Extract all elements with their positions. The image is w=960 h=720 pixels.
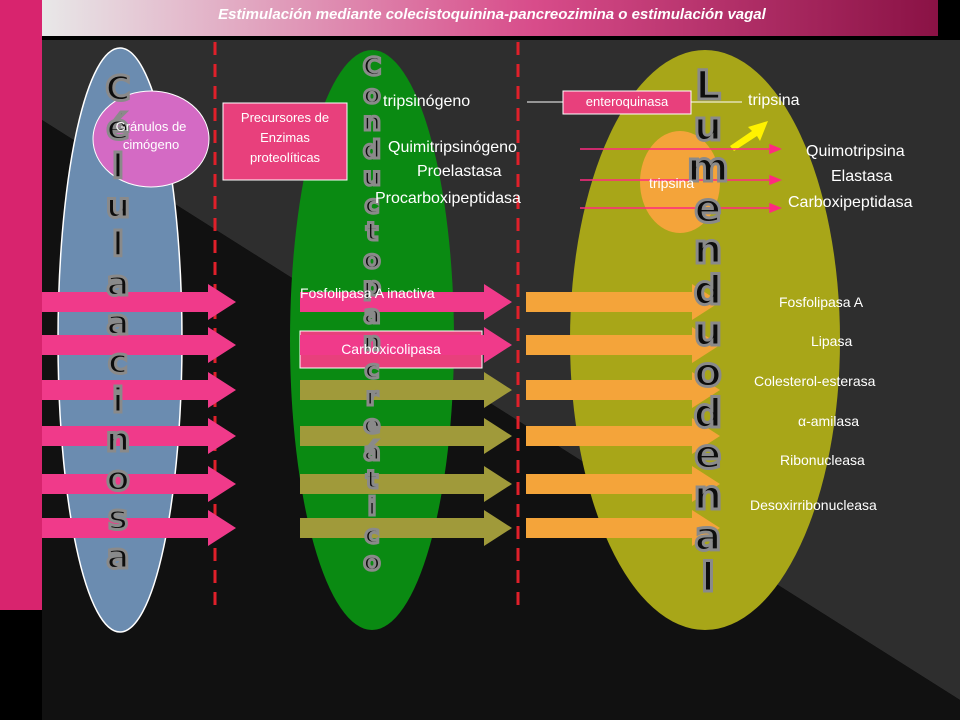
vertical-title-letter: n [104, 420, 131, 460]
acinar-secretion-arrow-4 [42, 418, 236, 454]
header-title: Estimulación mediante colecistoquinina-p… [218, 6, 766, 23]
fosfolipasa-a-label: Fosfolipasa A [779, 294, 864, 310]
vertical-title-letter: u [692, 309, 723, 355]
vertical-title-letter: n [362, 107, 383, 136]
vertical-title-letter: o [693, 350, 723, 396]
vertical-title-letter: L [694, 63, 723, 109]
granulos-label: Gránulos de cimógeno [115, 119, 187, 152]
vertical-title-letter: p [362, 272, 383, 301]
ductal-secretion-arrow-5 [300, 466, 512, 502]
ductal-secretion-arrow-6 [300, 510, 512, 546]
vertical-title-letter: a [105, 303, 131, 343]
acinar-secretion-arrow-2 [42, 327, 236, 363]
vertical-title-letter: n [692, 227, 723, 273]
precursores-label: Precursores de Enzimas proteolíticas [240, 110, 330, 165]
vertical-title-letter: a [105, 537, 131, 577]
vertical-title-letter: e [693, 432, 723, 478]
left-pink-bar [0, 0, 42, 610]
vertical-title-letter: d [362, 134, 383, 164]
duodenal-secretion-arrow-4 [526, 418, 720, 454]
tripsina-activation-arrow [730, 121, 768, 151]
duodenal-secretion-arrow-5 [526, 466, 720, 502]
vertical-title-letter: c [363, 189, 381, 219]
vertical-title-letter: u [362, 162, 383, 191]
vertical-title-letter: s [106, 498, 129, 538]
vertical-title-letter: a [105, 264, 131, 304]
procarboxipeptidasa-label: Procarboxipeptidasa [375, 190, 521, 207]
vertical-title-letter: o [362, 79, 382, 109]
duodenal-secretion-arrow-1 [526, 284, 720, 320]
quimitripsinogeno-label: Quimitripsinógeno [388, 139, 517, 156]
vertical-title-letter: o [362, 244, 382, 274]
vertical-title-letter: l [111, 225, 126, 265]
vertical-title-letter: c [363, 519, 381, 549]
vertical-title-letter: o [362, 547, 382, 576]
vertical-title-letter: C [104, 69, 132, 109]
duodenal-secretion-arrow-3 [526, 372, 720, 408]
vertical-title-letter: i [111, 381, 126, 421]
vertical-title-letter: e [693, 186, 723, 232]
vertical-title-letter: C [361, 52, 382, 81]
vertical-title-letter: u [104, 186, 131, 226]
lipasa-label: Lipasa [811, 333, 853, 349]
ductal-secretion-arrow-1 [300, 284, 512, 320]
elastasa-label: Elastasa [831, 168, 893, 185]
duodenal-secretion-arrow-2 [526, 327, 720, 363]
tripsinogeno-label: tripsinógeno [383, 93, 471, 110]
granulos-circle [92, 90, 210, 188]
desoxirribonucleasa-label: Desoxirribonucleasa [750, 497, 877, 513]
vertical-title-letter: i [366, 492, 378, 521]
acinar-secretion-arrow-5 [42, 466, 236, 502]
amilasa-label: α-amilasa [798, 413, 859, 429]
vertical-title-letter: u [692, 104, 723, 150]
vertical-title-letter: m [686, 145, 731, 191]
activation-arrows [580, 143, 783, 214]
secretion-arrows [42, 284, 720, 546]
acinar-secretion-arrow-3 [42, 372, 236, 408]
vertical-title-letter: o [105, 459, 131, 499]
tripsina-circle-label: tripsina [649, 175, 695, 191]
ductal-secretion-arrow-2 [300, 327, 512, 363]
acinar-secretion-arrow-1 [42, 284, 236, 320]
vertical-title-letter: l [111, 147, 126, 187]
header-band [42, 0, 938, 36]
enteroquinasa-label: enteroquinasa [585, 94, 669, 109]
duodenal-secretion-arrow-6 [526, 510, 720, 546]
colipasa-label: Carboxicolipasa [341, 341, 441, 357]
vertical-title-letter: l [700, 555, 717, 601]
quimotripsina-label: Quimotripsina [806, 143, 905, 160]
vertical-title-letter: c [363, 354, 381, 384]
vertical-title-letter: é [105, 108, 131, 148]
vertical-title-letter: e [362, 409, 382, 439]
fosfolipasa-inactiva-label: Fosfolipasa A inactiva [300, 285, 435, 301]
ribonucleasa-label: Ribonucleasa [780, 452, 865, 468]
vertical-title-letter: r [364, 382, 379, 411]
vertical-title-letter: d [692, 391, 724, 437]
vertical-title-letter: d [692, 268, 724, 314]
ductal-secretion-arrow-4 [300, 418, 512, 454]
precursores-box [222, 102, 348, 181]
proelastasa-label: Proelastasa [417, 163, 502, 180]
acinar-secretion-arrow-6 [42, 510, 236, 546]
vertical-title-letter: n [692, 473, 723, 519]
vertical-title-letter: t [365, 217, 380, 246]
vertical-title-letter: a [693, 514, 723, 560]
ductal-secretion-arrow-3 [300, 372, 512, 408]
carboxipeptidasa-label: Carboxipeptidasa [788, 194, 913, 211]
tripsina-top-label: tripsina [748, 92, 800, 109]
vertical-title-letter: a [362, 299, 382, 329]
vertical-title-letter: t [365, 464, 380, 494]
vertical-title-letter: c [106, 342, 129, 382]
vertical-title-letter: á [362, 437, 382, 466]
colesterol-esterasa-label: Colesterol-esterasa [754, 373, 876, 389]
vertical-title-letter: n [362, 327, 383, 356]
